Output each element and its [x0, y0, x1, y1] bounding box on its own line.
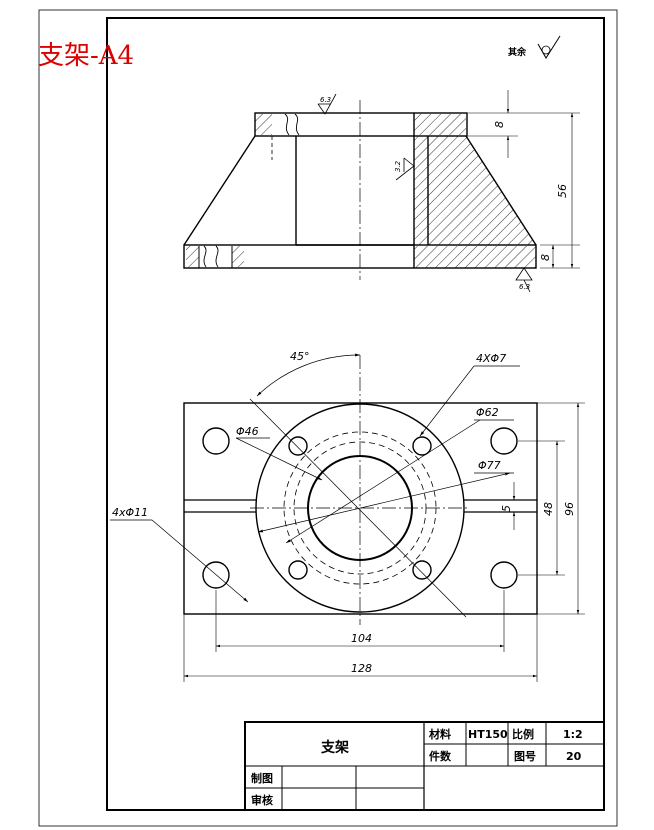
- drawing-no-value: 20: [566, 750, 582, 763]
- scale-label: 比例: [512, 727, 534, 741]
- flange-hatch-left: [255, 114, 272, 135]
- roughness-flange-value: 6.3: [320, 96, 331, 104]
- dim-angle: 45°: [290, 350, 310, 363]
- leader-46: [235, 437, 323, 481]
- small-hole-sw: [288, 560, 308, 580]
- dim-overall-height-top: 96: [563, 502, 576, 516]
- top-view: [110, 353, 585, 682]
- dim-base-thickness: 8: [539, 254, 552, 261]
- base-hatch-right: [414, 246, 536, 268]
- dim-slot-width: 5: [500, 505, 513, 512]
- leader-77: [257, 472, 511, 533]
- large-hole-ne: [490, 427, 518, 455]
- base-hatch-left1: [186, 246, 199, 267]
- roughness-base-value: 6.3: [519, 283, 530, 291]
- dim-outer-circle: Φ77: [478, 459, 501, 472]
- large-hole-se: [490, 561, 518, 589]
- leader-62: [285, 419, 481, 544]
- dim-small-holes: 4XΦ7: [476, 352, 506, 365]
- scale-value: 1:2: [563, 728, 583, 741]
- surface-note: 其余: [508, 35, 561, 59]
- small-hole-nw: [288, 436, 308, 456]
- outer-border: [38, 9, 618, 827]
- dim-bolt-circle: Φ62: [476, 406, 499, 419]
- base-break-2: [215, 245, 219, 268]
- roughness-flange-icon: [317, 93, 337, 115]
- angle-arc-45: [256, 353, 361, 397]
- dim-large-holes: 4xΦ11: [112, 506, 148, 519]
- cone-right: [465, 135, 537, 246]
- roughness-circle-icon: [541, 45, 551, 55]
- material-value: HT150: [468, 728, 508, 741]
- dim-overall-width: 128: [351, 662, 372, 675]
- flange-break-2: [294, 113, 300, 136]
- drawn-label: 制图: [251, 771, 273, 785]
- surface-note-label: 其余: [508, 46, 527, 58]
- sheet-title: 支架-A4: [38, 41, 134, 71]
- wall-hatch-right: [414, 136, 428, 245]
- flange-break: [284, 113, 290, 136]
- checked-label: 审核: [251, 793, 273, 807]
- large-hole-sw: [202, 561, 230, 589]
- flange-hatch-right: [414, 114, 466, 135]
- dim-overall-height: 56: [556, 184, 569, 198]
- roughness-base-icon: [515, 267, 533, 293]
- cone-left: [183, 135, 256, 246]
- drawing-no-label: 图号: [514, 750, 536, 763]
- dim-hole-spacing-v: 48: [542, 502, 555, 516]
- dim-flange-thickness: 8: [493, 121, 506, 128]
- base-break: [203, 245, 207, 268]
- material-label: 材料: [429, 727, 451, 741]
- part-name: 支架: [320, 739, 349, 756]
- small-hole-ne: [412, 436, 432, 456]
- cone-hatch-right: [428, 136, 536, 245]
- small-hole-se: [412, 560, 432, 580]
- roughness-bore-icon: [395, 157, 415, 181]
- large-hole-nw: [202, 427, 230, 455]
- dim-hole-spacing-h: 104: [351, 632, 372, 645]
- title-block: [244, 721, 605, 811]
- front-view: [183, 90, 580, 293]
- base-outline: [183, 402, 538, 615]
- roughness-symbol-icon: [537, 35, 561, 59]
- leader-4x7: [419, 365, 475, 437]
- dim-bore: Φ46: [236, 425, 259, 438]
- base-hatch-left2: [232, 246, 244, 267]
- qty-label: 件数: [429, 749, 452, 763]
- roughness-bore-value: 3.2: [394, 160, 402, 172]
